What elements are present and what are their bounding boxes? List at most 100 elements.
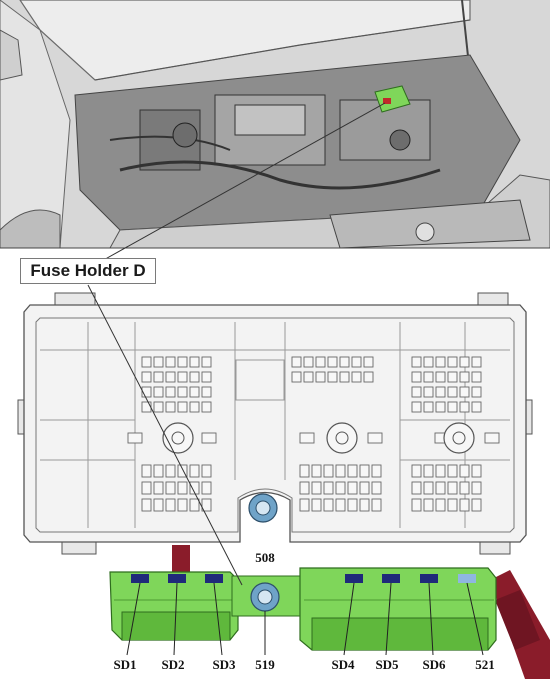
housing-clip xyxy=(484,432,500,444)
fuse-slot-521 xyxy=(458,574,476,583)
engine-bay-illustration xyxy=(0,0,550,249)
fuse-cavity xyxy=(447,498,458,512)
fuse-cavity xyxy=(189,481,200,495)
fuse-cavity xyxy=(165,401,176,413)
fuse-cavity xyxy=(423,371,434,383)
fuse-cavity xyxy=(347,498,358,512)
fuse-cavity xyxy=(371,464,382,478)
fuse-cavity xyxy=(447,481,458,495)
fuse-cavity xyxy=(153,498,164,512)
stud-label-508: 508 xyxy=(255,550,275,565)
fuse-cavity xyxy=(189,371,200,383)
fuse-cavity xyxy=(189,464,200,478)
fuse-cavity xyxy=(165,464,176,478)
fuse-cavity xyxy=(471,481,482,495)
fuse-cavity xyxy=(411,498,422,512)
fuse-cavity xyxy=(177,371,188,383)
fuse-cavity xyxy=(435,401,446,413)
fuse-cavity xyxy=(153,481,164,495)
housing-clip xyxy=(201,432,217,444)
fuse-cavity xyxy=(141,481,152,495)
fuse-slot-sd4 xyxy=(345,574,363,583)
fuse-slot-sd5 xyxy=(382,574,400,583)
fuse-cavity xyxy=(423,481,434,495)
fuse-cavity xyxy=(471,371,482,383)
fuse-cavity xyxy=(153,464,164,478)
fuse-cavity xyxy=(459,356,470,368)
fuse-label-sd6: SD6 xyxy=(422,657,446,672)
fuse-cavity xyxy=(315,371,326,383)
fuse-cavity xyxy=(141,498,152,512)
fuse-cavity xyxy=(189,356,200,368)
fuse-cavity xyxy=(471,401,482,413)
label-leader-lines xyxy=(126,582,484,656)
fuse-cavity xyxy=(435,386,446,398)
fuse-label-sd1: SD1 xyxy=(113,657,137,672)
fuse-cavity xyxy=(323,481,334,495)
green-fuse-holders xyxy=(109,567,497,651)
fuse-cavity xyxy=(323,464,334,478)
fuse-cavity xyxy=(363,356,374,368)
fuse-cavity xyxy=(359,464,370,478)
fuse-cavity xyxy=(311,498,322,512)
fuse-cavity xyxy=(435,356,446,368)
fuse-cavity xyxy=(411,464,422,478)
fuse-cavity xyxy=(327,356,338,368)
fuse-holder-callout: Fuse Holder D xyxy=(20,258,156,284)
fuse-cavity xyxy=(435,371,446,383)
fuse-cavity xyxy=(351,356,362,368)
fuse-cavity xyxy=(359,498,370,512)
fuse-cavity xyxy=(471,386,482,398)
fuse-cavity xyxy=(201,464,212,478)
housing-clip xyxy=(299,432,315,444)
fuse-cavity xyxy=(189,401,200,413)
fuse-cavity xyxy=(177,481,188,495)
fuse-cavity xyxy=(165,386,176,398)
housing-clip xyxy=(367,432,383,444)
fuse-cavity xyxy=(177,401,188,413)
fuse-cavity xyxy=(165,356,176,368)
fuse-cavity xyxy=(311,464,322,478)
fuse-cavity xyxy=(371,481,382,495)
fuse-cavity xyxy=(323,498,334,512)
fuse-cavity xyxy=(165,371,176,383)
fuse-cavity xyxy=(303,356,314,368)
fuse-cavity xyxy=(201,481,212,495)
fuse-cavity xyxy=(141,464,152,478)
fuse-slot-sd1 xyxy=(131,574,149,583)
fuse-cavity xyxy=(189,498,200,512)
power-cables xyxy=(172,545,550,679)
fuse-cavity xyxy=(177,356,188,368)
fuse-cavity xyxy=(177,386,188,398)
fuse-cavity xyxy=(459,498,470,512)
fuse-cavity xyxy=(189,386,200,398)
fuse-cavity xyxy=(201,356,212,368)
fuse-cavity xyxy=(299,498,310,512)
fuse-label-sd4: SD4 xyxy=(331,657,355,672)
fuse-cavity xyxy=(165,498,176,512)
fuse-cavity xyxy=(447,371,458,383)
fuse-cavity xyxy=(339,356,350,368)
fuse-cavity xyxy=(459,401,470,413)
fuse-slot-sd3 xyxy=(205,574,223,583)
fuse-cavity xyxy=(347,481,358,495)
stud-label-519: 519 xyxy=(255,657,275,672)
fuse-cavity xyxy=(153,386,164,398)
fuse-cavity xyxy=(459,371,470,383)
housing-clip xyxy=(127,432,143,444)
fuse-slot-sd2 xyxy=(168,574,186,583)
fuse-label-sd2: SD2 xyxy=(161,657,185,672)
fuse-cavity xyxy=(447,386,458,398)
fuse-cavity xyxy=(411,356,422,368)
fuse-cavity xyxy=(141,401,152,413)
fuse-cavity xyxy=(141,371,152,383)
mounting-posts xyxy=(162,422,475,454)
fuse-holder-title: Fuse Holder D xyxy=(30,261,146,280)
fuse-cavity xyxy=(423,464,434,478)
fuse-cavity xyxy=(351,371,362,383)
stud-508 xyxy=(248,493,278,523)
fuse-cavity xyxy=(423,401,434,413)
fuse-cavity xyxy=(411,401,422,413)
fuse-cavity xyxy=(435,498,446,512)
